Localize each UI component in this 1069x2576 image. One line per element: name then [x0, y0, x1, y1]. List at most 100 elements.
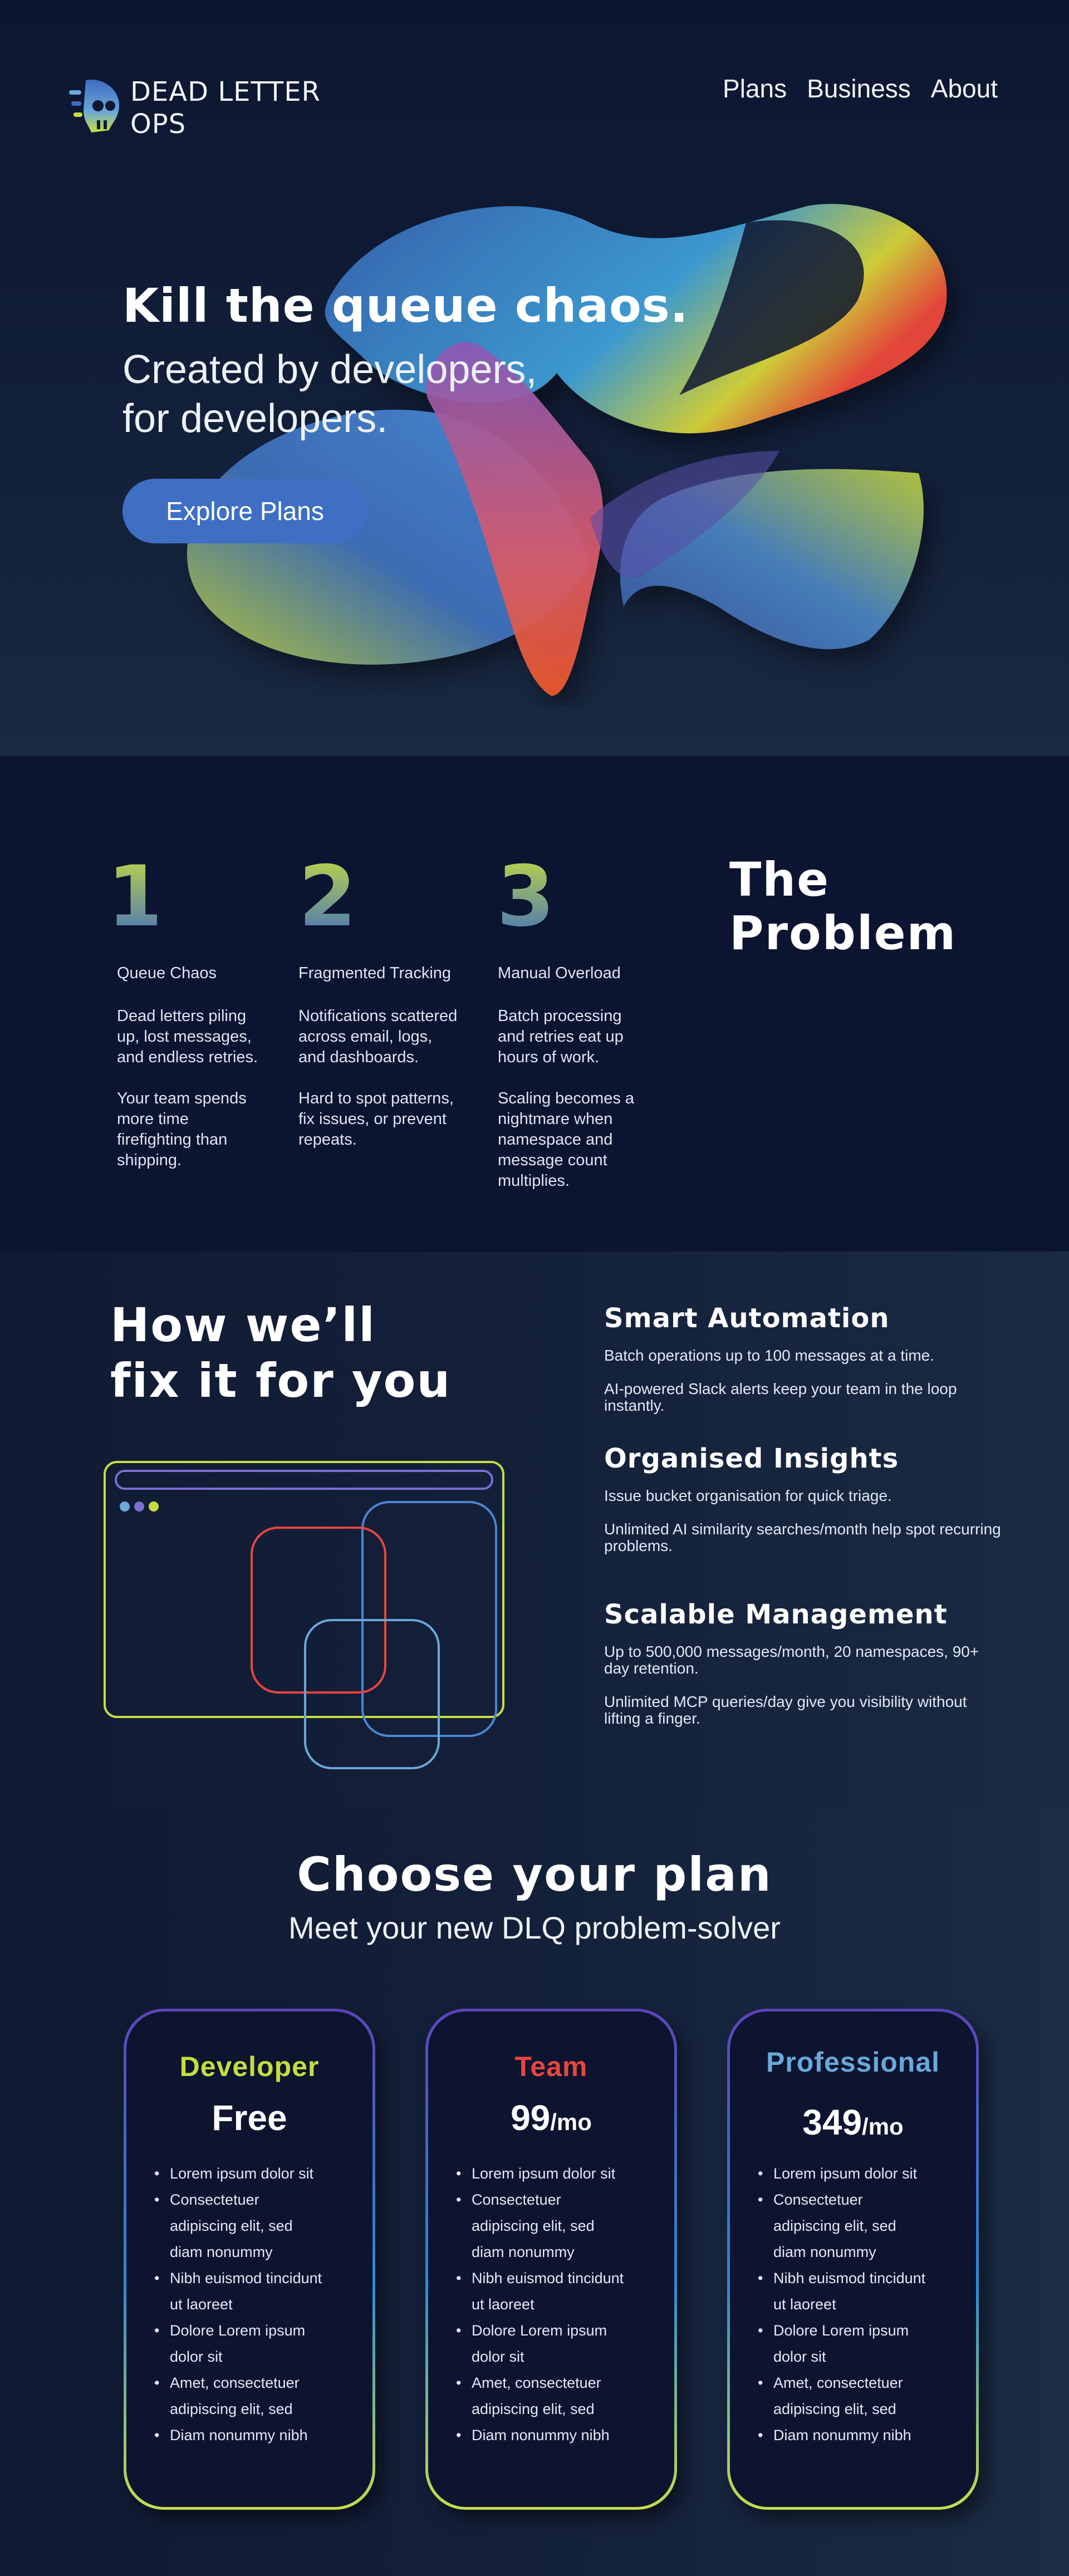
list-item: diam nonummy: [472, 2244, 575, 2260]
plan-card-developer[interactable]: Developer Free Lorem ipsum dolor sit Con…: [124, 2009, 375, 2510]
problem-title-line2: Problem: [729, 906, 957, 960]
feature-organised-insights: Organised Insights Issue bucket organisa…: [604, 1443, 1005, 1571]
problem-text: Batch processing and retries eat up hour…: [498, 1007, 624, 1066]
solution-title: How we’ll fix it for you: [110, 1297, 451, 1409]
list-item: dolor sit: [170, 2348, 223, 2365]
problem-title: The Problem: [729, 853, 957, 960]
plan-feature-list: Lorem ipsum dolor sit Consectetuer adipi…: [154, 2161, 337, 2449]
window-illustration: [100, 1459, 512, 1776]
plan-price-amount: 99: [511, 2098, 551, 2138]
nav-business-link[interactable]: Business: [807, 74, 911, 103]
plan-price-amount: Free: [212, 2098, 287, 2138]
brand-name-line2: OPS: [130, 109, 187, 140]
feature-text: Unlimited AI similarity searches/month h…: [604, 1520, 1001, 1554]
problem-column-1: Queue Chaos Dead letters piling up, lost…: [117, 963, 267, 1191]
list-item: ut laoreet: [170, 2296, 233, 2313]
list-item: Diam nonummy nibh: [456, 2422, 639, 2449]
plan-price-period: /mo: [550, 2109, 592, 2135]
list-item: Lorem ipsum dolor sit: [456, 2161, 639, 2187]
feature-text: Batch operations up to 100 messages at a…: [604, 1347, 935, 1364]
brand-name-line1: DEAD LETTER: [130, 76, 321, 107]
explore-plans-button[interactable]: Explore Plans: [122, 479, 367, 543]
solution-title-line2: fix it for you: [110, 1353, 452, 1408]
problem-text: Hard to spot patterns, fix issues, or pr…: [298, 1090, 454, 1149]
list-item: Diam nonummy nibh: [758, 2422, 940, 2449]
list-item: Lorem ipsum dolor sit: [154, 2161, 337, 2187]
list-item: Consectetuer: [154, 2187, 337, 2213]
problem-column-3: Manual Overload Batch processing and ret…: [498, 963, 648, 1212]
list-item: adipiscing elit, sed: [472, 2401, 595, 2417]
list-item: ut laoreet: [773, 2296, 836, 2313]
hero-subtitle: Created by developers, for developers.: [122, 345, 537, 443]
feature-text: Unlimited MCP queries/day give you visib…: [604, 1693, 967, 1727]
plan-card-professional[interactable]: Professional 349/mo Lorem ipsum dolor si…: [727, 2009, 979, 2510]
list-item: diam nonummy: [773, 2244, 876, 2260]
hero-subtitle-line2: for developers.: [122, 396, 388, 441]
list-item: adipiscing elit, sed: [773, 2217, 896, 2234]
problem-heading: Queue Chaos: [117, 964, 217, 982]
hero-section: DEAD LETTER OPS Plans Business About Kil…: [0, 0, 1069, 756]
problem-heading: Manual Overload: [498, 964, 621, 982]
list-item: diam nonummy: [170, 2244, 273, 2260]
plan-feature-list: Lorem ipsum dolor sit Consectetuer adipi…: [758, 2161, 940, 2449]
hero-subtitle-line1: Created by developers,: [122, 347, 537, 392]
plan-price: 99/mo: [428, 2097, 674, 2138]
plan-card-team[interactable]: Team 99/mo Lorem ipsum dolor sit Consect…: [425, 2009, 677, 2510]
plan-price-amount: 349: [802, 2102, 862, 2142]
list-item: Dolore Lorem ipsum: [758, 2318, 940, 2344]
feature-text: Up to 500,000 messages/month, 20 namespa…: [604, 1643, 979, 1677]
problem-number-2: 2: [298, 848, 382, 957]
list-item: adipiscing elit, sed: [773, 2401, 896, 2417]
list-item: Amet, consectetuer: [154, 2370, 337, 2396]
list-item: Nibh euismod tincidunt: [456, 2265, 639, 2292]
hero-abstract-graphic: [167, 161, 974, 707]
plan-name: Developer: [179, 2051, 320, 2082]
top-nav: Plans Business About: [723, 73, 998, 104]
list-item: Nibh euismod tincidunt: [758, 2265, 940, 2292]
list-item: dolor sit: [472, 2348, 524, 2365]
plan-price-period: /mo: [862, 2113, 904, 2140]
problem-number-3: 3: [497, 848, 580, 957]
svg-text:3: 3: [497, 852, 555, 941]
list-item: Consectetuer: [456, 2187, 639, 2213]
list-item: Diam nonummy nibh: [154, 2422, 337, 2449]
list-item: adipiscing elit, sed: [472, 2217, 595, 2234]
feature-smart-automation: Smart Automation Batch operations up to …: [604, 1303, 1005, 1431]
plans-title: Choose your plan: [297, 1847, 772, 1902]
plan-name: Team: [514, 2051, 588, 2082]
brand-logo[interactable]: DEAD LETTER OPS: [69, 76, 321, 140]
problem-number-1: 1: [107, 848, 165, 957]
list-item: Amet, consectetuer: [758, 2370, 940, 2396]
plans-subtitle: Meet your new DLQ problem-solver: [288, 1910, 781, 1945]
nav-about-link[interactable]: About: [930, 74, 998, 103]
list-item: Dolore Lorem ipsum: [154, 2318, 337, 2344]
problem-section: [0, 756, 1069, 1252]
problem-column-2: Fragmented Tracking Notifications scatte…: [298, 963, 460, 1171]
list-item: Consectetuer: [758, 2187, 940, 2213]
list-item: Nibh euismod tincidunt: [154, 2265, 337, 2292]
list-item: Amet, consectetuer: [456, 2370, 639, 2396]
hero-title: Kill the queue chaos.: [122, 278, 689, 333]
feature-heading: Organised Insights: [604, 1443, 899, 1474]
svg-text:1: 1: [107, 852, 157, 941]
plan-feature-list: Lorem ipsum dolor sit Consectetuer adipi…: [456, 2161, 639, 2449]
plan-price: 349/mo: [730, 2102, 976, 2143]
feature-heading: Scalable Management: [604, 1599, 948, 1630]
problem-title-line1: The: [729, 852, 830, 907]
solution-title-line1: How we’ll: [110, 1298, 376, 1352]
problem-heading: Fragmented Tracking: [298, 964, 452, 982]
problem-text: Scaling becomes a nightmare when namespa…: [498, 1090, 635, 1190]
solution-section: [0, 1252, 1069, 1808]
nav-plans-link[interactable]: Plans: [723, 74, 787, 103]
list-item: Lorem ipsum dolor sit: [758, 2161, 940, 2187]
feature-text: Issue bucket organisation for quick tria…: [604, 1487, 892, 1504]
list-item: Dolore Lorem ipsum: [456, 2318, 639, 2344]
feature-text: AI-powered Slack alerts keep your team i…: [604, 1380, 957, 1414]
list-item: dolor sit: [773, 2348, 826, 2365]
list-item: ut laoreet: [472, 2296, 534, 2313]
plan-name: Professional: [766, 2047, 940, 2078]
list-item: adipiscing elit, sed: [170, 2217, 293, 2234]
problem-text: Dead letters piling up, lost messages, a…: [117, 1007, 258, 1066]
problem-text: Your team spends more time firefighting …: [117, 1090, 247, 1169]
plan-price: Free: [126, 2097, 372, 2138]
